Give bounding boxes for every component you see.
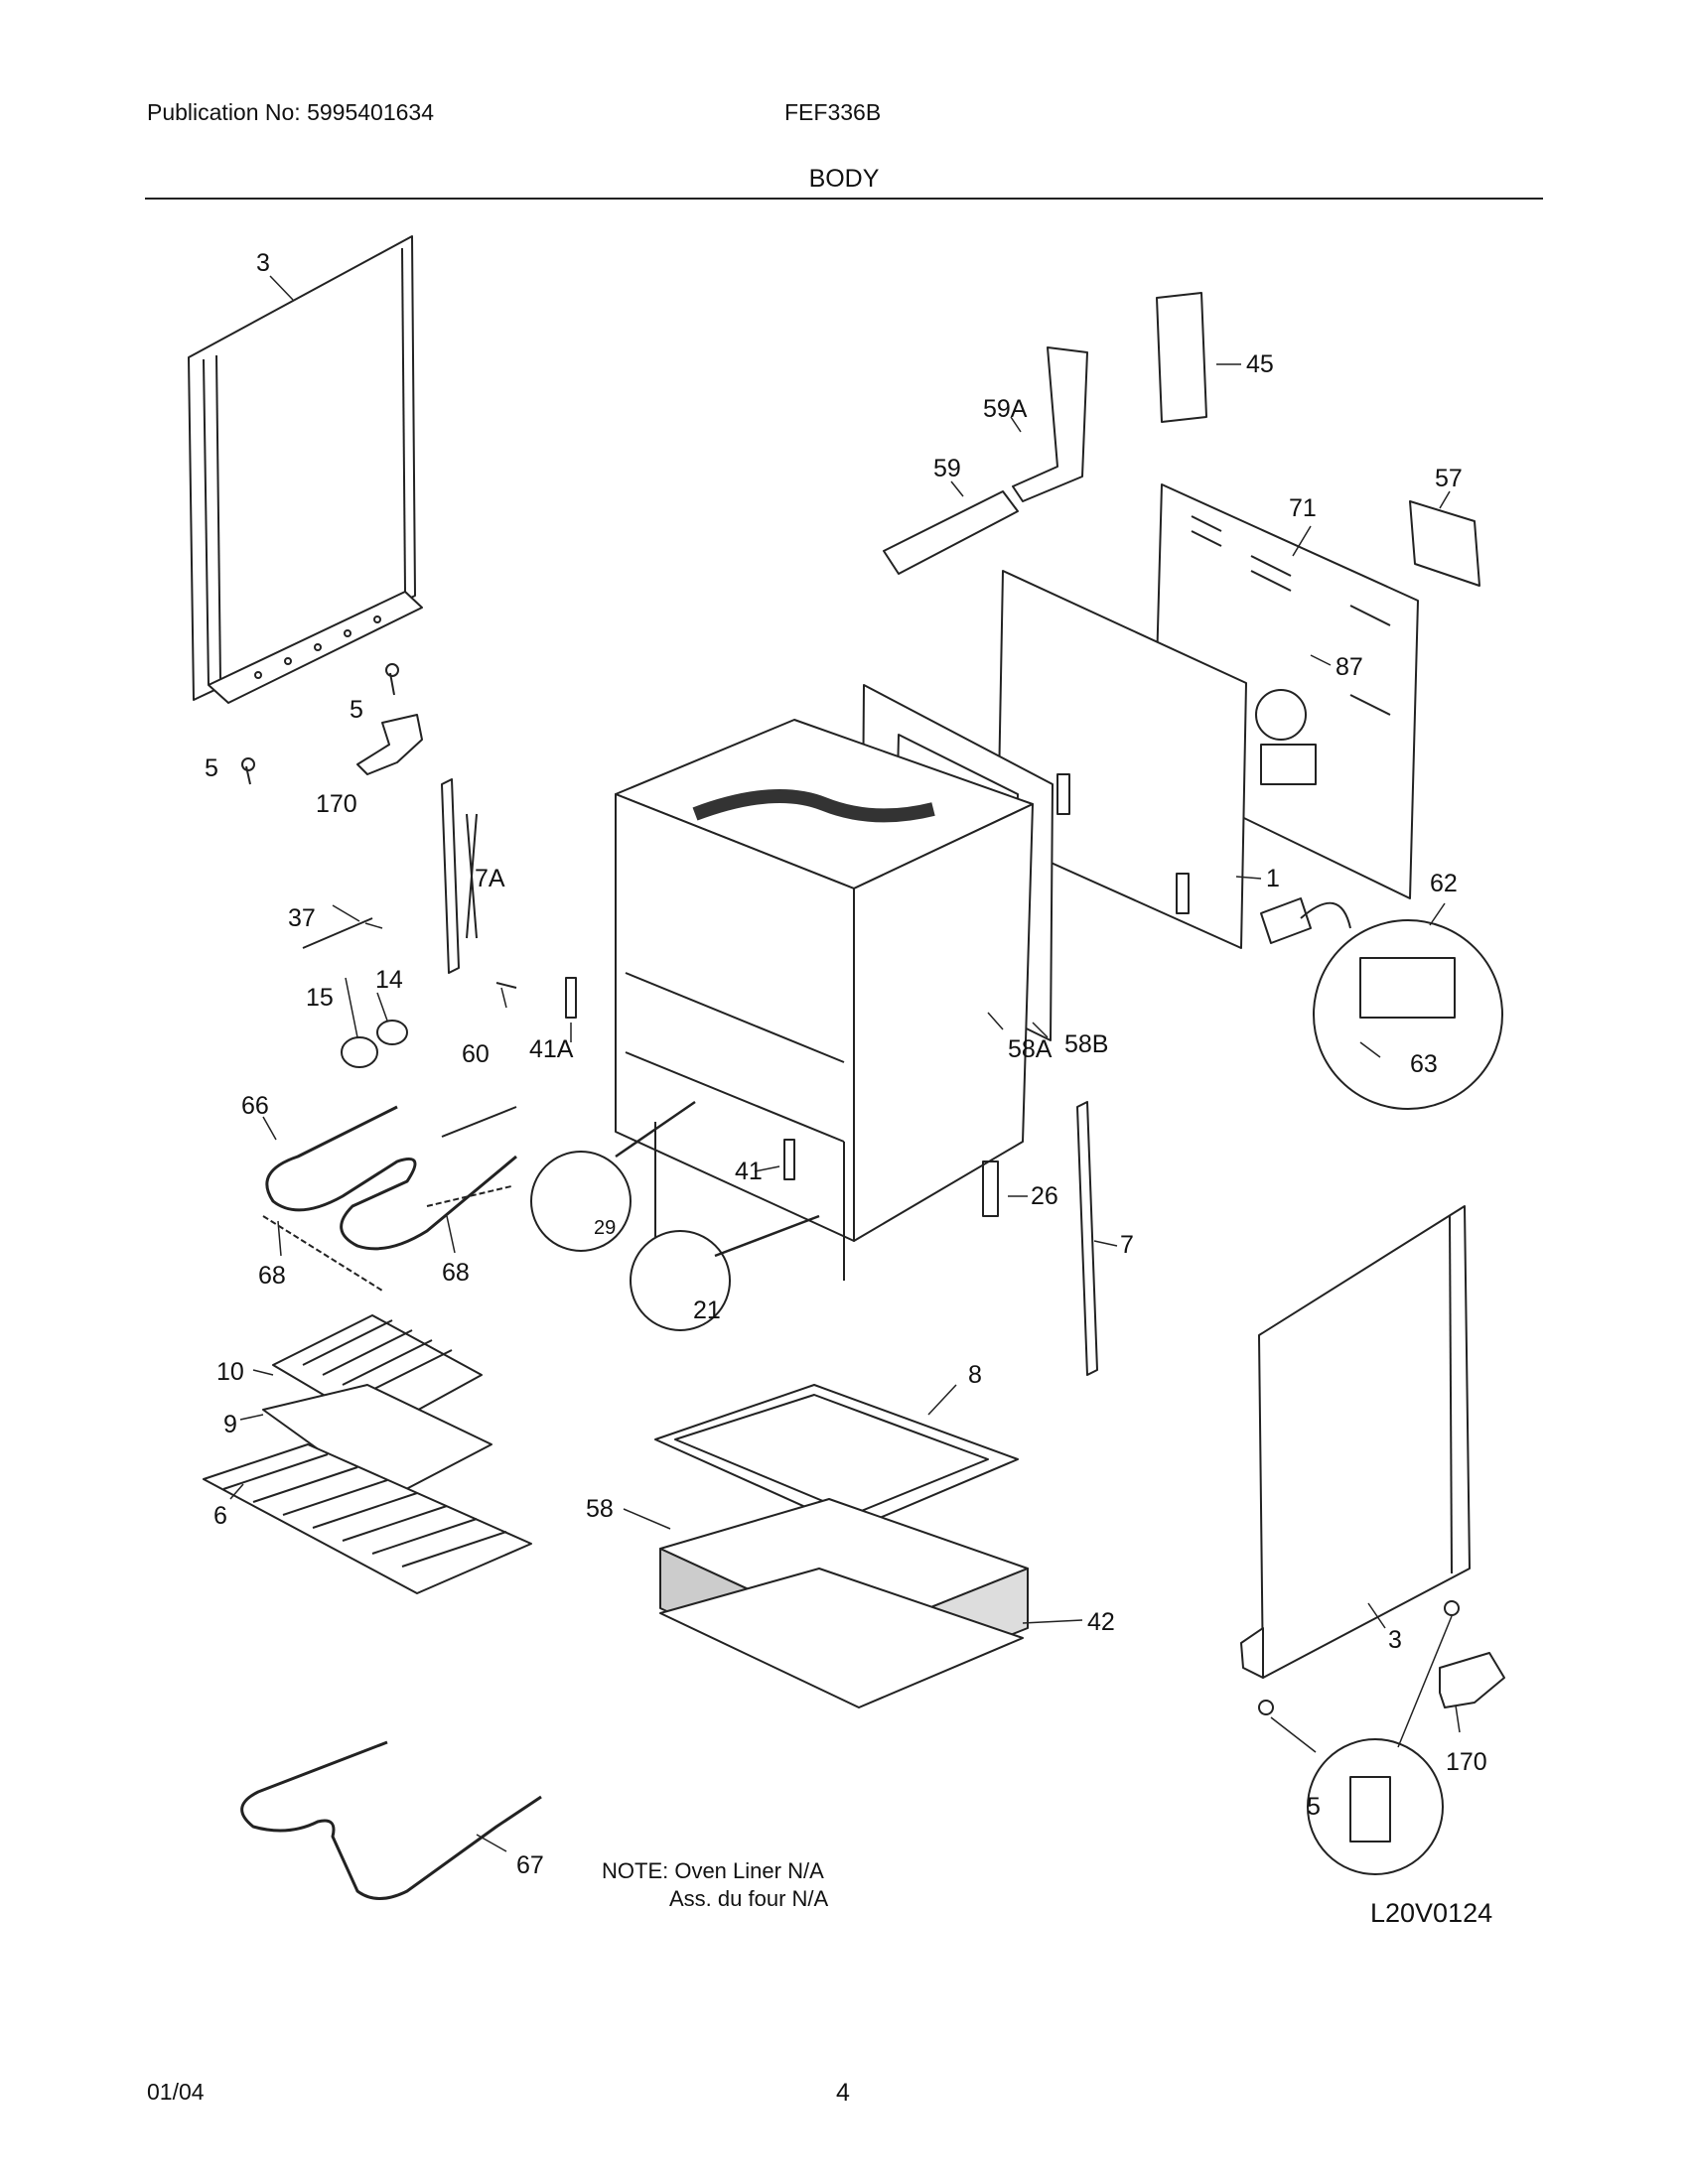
detail-circle-21 xyxy=(630,1230,731,1331)
broil-pan-grid-part xyxy=(272,1314,483,1431)
callout-labels: 3 45 59A 59 57 71 87 5 5 170 7A 1 62 37 … xyxy=(205,249,1487,1879)
vent-duct-part xyxy=(1012,346,1088,502)
callout-5: 5 xyxy=(205,754,218,782)
callout-87: 87 xyxy=(1336,653,1363,681)
callout-3: 3 xyxy=(256,249,270,277)
cover-plate-part xyxy=(1409,500,1480,587)
callout-10: 10 xyxy=(216,1358,244,1386)
inner-back-panel-part xyxy=(997,570,1247,949)
callout-5: 5 xyxy=(350,696,363,724)
callout-29: 29 xyxy=(594,1217,616,1239)
callout-6: 6 xyxy=(213,1502,227,1530)
callout-58A: 58A xyxy=(1008,1035,1053,1063)
callout-170: 170 xyxy=(316,790,357,818)
callout-9: 9 xyxy=(223,1411,237,1438)
vent-part xyxy=(883,490,1019,575)
hinge-receptacle-part xyxy=(441,778,478,974)
callout-37: 37 xyxy=(288,904,316,932)
callout-67: 67 xyxy=(516,1851,544,1879)
anti-tip-bracket-part xyxy=(1439,1652,1505,1708)
screw-part xyxy=(241,663,399,785)
callout-58B: 58B xyxy=(1064,1030,1108,1058)
callout-60: 60 xyxy=(462,1040,490,1068)
callout-63: 63 xyxy=(1410,1050,1438,1078)
figure-id: L20V0124 xyxy=(1370,1898,1493,1928)
left-side-panel-part xyxy=(188,235,423,704)
oven-rack-part xyxy=(203,1443,532,1594)
bake-element-part xyxy=(240,1740,542,1900)
lamp-parts xyxy=(302,917,408,1068)
callout-41: 41 xyxy=(735,1158,763,1185)
terminal-block-part xyxy=(1260,897,1503,1110)
callout-8: 8 xyxy=(968,1361,982,1389)
page-number: 4 xyxy=(836,2079,850,2107)
section-title: BODY xyxy=(808,165,880,193)
bottom-panel-part xyxy=(659,1568,1024,1708)
model-number: FEF336B xyxy=(784,99,882,125)
callout-41A: 41A xyxy=(529,1035,574,1063)
right-side-panel-part xyxy=(1240,1205,1471,1679)
callout-68: 68 xyxy=(258,1262,286,1290)
callout-3: 3 xyxy=(1388,1626,1402,1654)
callout-170: 170 xyxy=(1446,1748,1487,1776)
callout-66: 66 xyxy=(241,1092,269,1120)
callout-59: 59 xyxy=(933,455,961,482)
callout-45: 45 xyxy=(1246,350,1274,378)
footer-date: 01/04 xyxy=(147,2079,205,2105)
callout-58: 58 xyxy=(586,1495,614,1523)
anti-tip-bracket-part xyxy=(356,714,423,775)
callout-68: 68 xyxy=(442,1259,470,1287)
note-line-1: NOTE: Oven Liner N/A xyxy=(602,1858,824,1883)
note-line-2: Ass. du four N/A xyxy=(669,1886,829,1911)
callout-42: 42 xyxy=(1087,1608,1115,1636)
callout-1: 1 xyxy=(1266,865,1280,892)
callout-7A: 7A xyxy=(475,865,505,892)
oven-bottom-part xyxy=(654,1384,1019,1530)
callout-71: 71 xyxy=(1289,494,1317,522)
rear-bracket-part xyxy=(1156,292,1207,423)
oven-body-part xyxy=(615,719,1034,1281)
callout-14: 14 xyxy=(375,966,403,994)
header-rule xyxy=(145,198,1543,200)
broil-element-part xyxy=(265,1105,517,1251)
hinge-part xyxy=(1076,1101,1098,1376)
callout-26: 26 xyxy=(1031,1182,1058,1210)
callout-15: 15 xyxy=(306,984,334,1012)
detail-circle-29 xyxy=(530,1151,632,1252)
callout-7: 7 xyxy=(1120,1231,1134,1259)
callout-5: 5 xyxy=(1307,1793,1321,1821)
small-bracket-parts xyxy=(495,977,999,1217)
callout-57: 57 xyxy=(1435,465,1463,492)
callout-21: 21 xyxy=(693,1297,721,1324)
publication-number: Publication No: 5995401634 xyxy=(147,99,435,125)
callout-59A: 59A xyxy=(983,395,1028,423)
callout-62: 62 xyxy=(1430,870,1458,897)
wire-harness-part xyxy=(262,1215,383,1292)
leader-lines xyxy=(229,275,1461,1852)
